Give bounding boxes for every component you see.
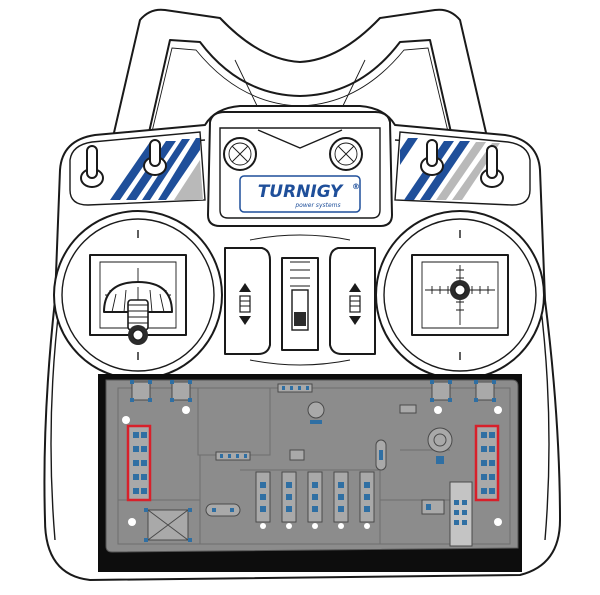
right-gimbal[interactable]	[375, 210, 545, 380]
pcb-header-mid	[215, 449, 305, 461]
trim-arrow-icon-right[interactable]	[349, 283, 361, 325]
toggle-switch-right-outer[interactable]	[480, 145, 504, 188]
right-shoulder-panel	[394, 131, 531, 206]
pcb-crystal-box	[128, 508, 192, 542]
knob-right-icon[interactable]	[329, 137, 363, 171]
left-shoulder-panel	[69, 131, 206, 206]
pcb-capacitor	[307, 401, 325, 424]
highlighted-header-left[interactable]	[126, 424, 152, 502]
pcb-oval-part	[375, 439, 387, 471]
toggle-switch-right-inner[interactable]	[420, 139, 444, 176]
pcb-oscillator	[205, 503, 241, 517]
battery-connector-icon	[427, 427, 453, 464]
pcb-header-top	[277, 383, 417, 414]
gimbal-stick-icon[interactable]	[127, 299, 149, 345]
brand-logo: TURNIGY ® power systems	[239, 175, 361, 213]
left-gimbal[interactable]	[53, 210, 223, 380]
toggle-switch-left-outer[interactable]	[80, 145, 104, 188]
highlighted-header-right[interactable]	[474, 424, 500, 502]
pcb-pads-top-right	[430, 380, 502, 414]
knob-left-icon[interactable]	[223, 137, 257, 171]
pcb-pads-top-left	[122, 380, 192, 424]
brand-name: TURNIGY	[258, 182, 344, 202]
pcb-vertical-headers	[255, 471, 375, 529]
toggle-switch-left-inner[interactable]	[143, 139, 167, 176]
trim-arrow-icon-left[interactable]	[239, 283, 251, 325]
pcb-bottom-right-parts	[421, 481, 502, 547]
brand-registered-mark: ®	[352, 182, 360, 191]
brand-tagline: power systems	[294, 202, 340, 209]
gimbal-stick-icon[interactable]	[450, 280, 470, 300]
